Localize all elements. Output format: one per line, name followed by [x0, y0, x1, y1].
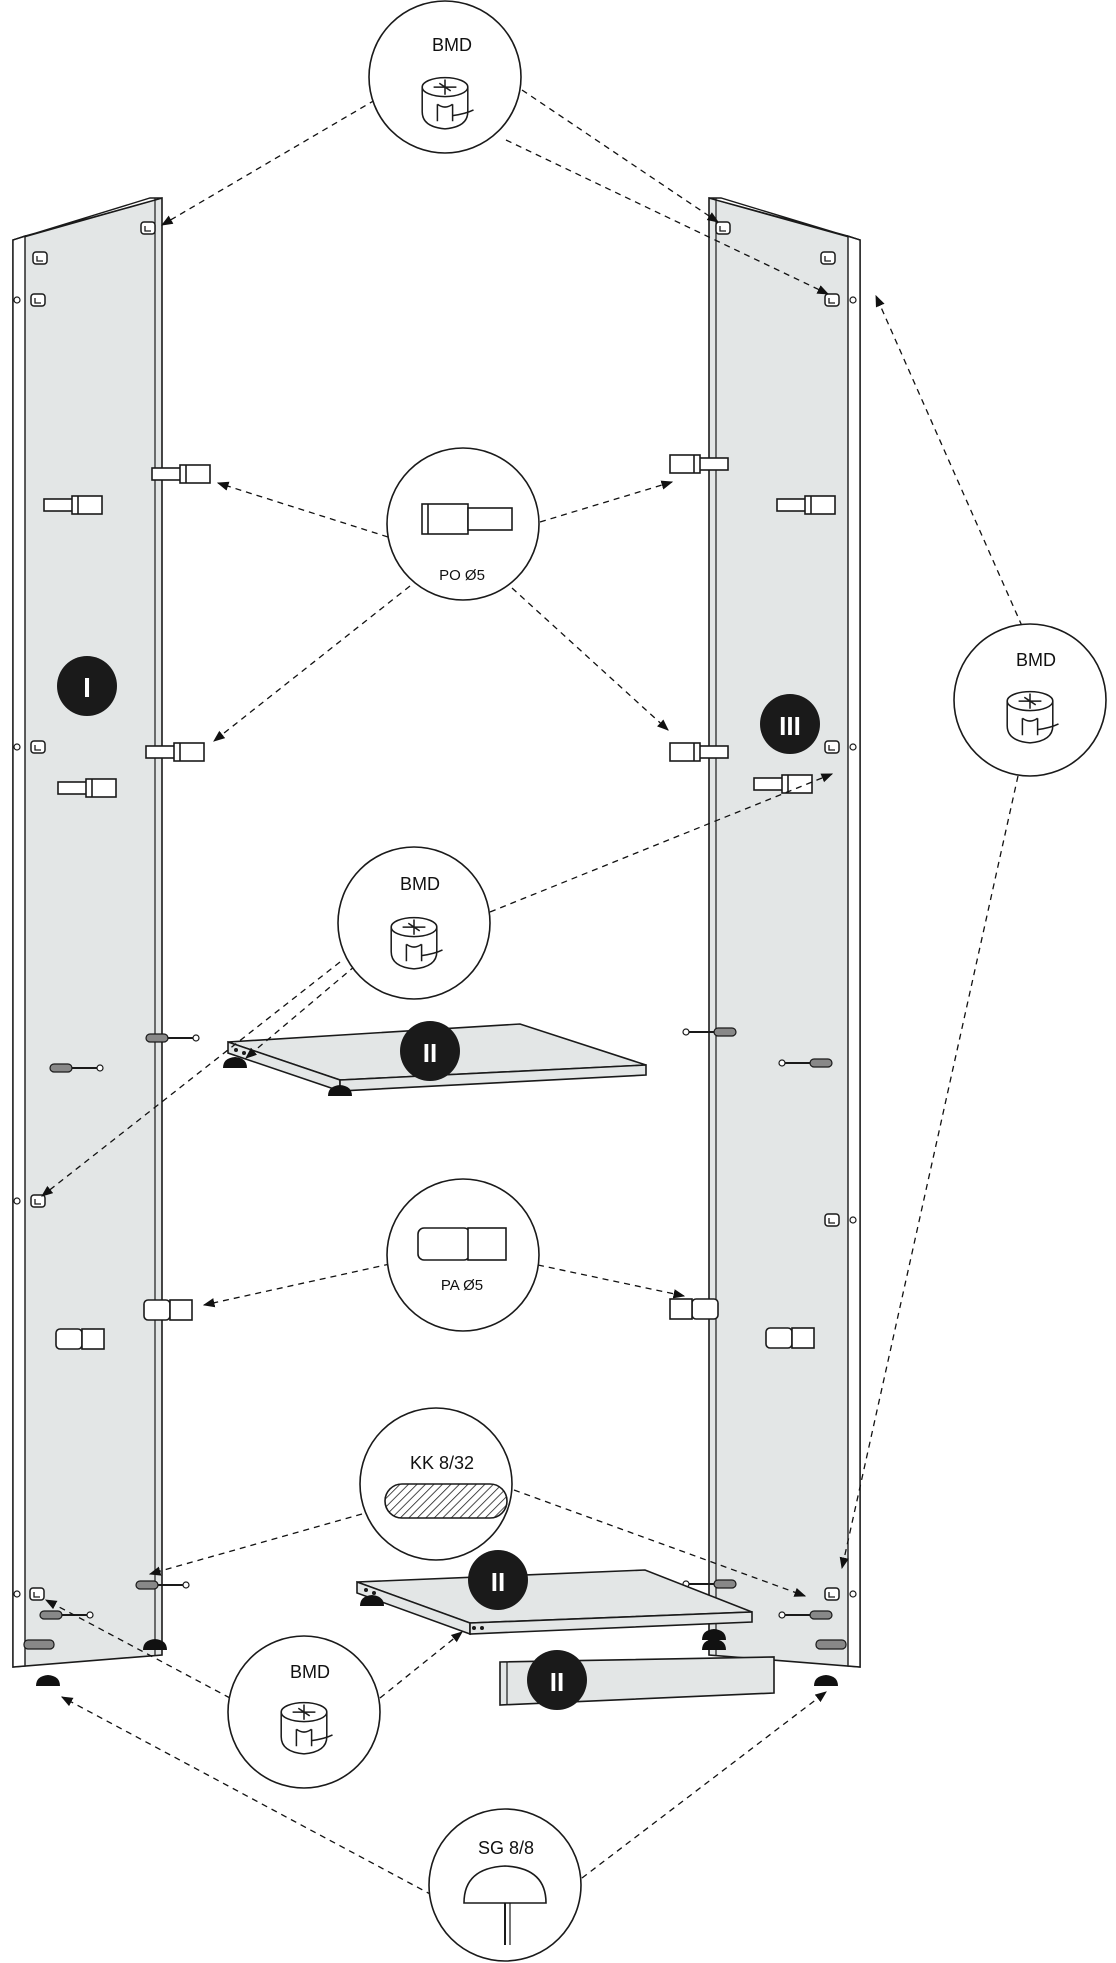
bmd-bottom-label: BMD: [290, 1662, 330, 1682]
badge-plinth: II: [527, 1650, 587, 1710]
pa-label: PA Ø5: [441, 1277, 483, 1294]
svg-text:II: II: [491, 1567, 505, 1597]
po-label: PO Ø5: [439, 567, 485, 584]
callout-bmd-middle: BMD: [337, 846, 491, 1000]
callout-bmd-right: BMD: [953, 623, 1107, 777]
sg-label: SG 8/8: [478, 1838, 534, 1858]
svg-text:II: II: [423, 1038, 437, 1068]
callout-bmd-bottom: BMD: [227, 1635, 381, 1789]
callout-pa: PA Ø5: [386, 1178, 540, 1332]
badge-right-panel: III: [760, 694, 820, 754]
bmd-middle-label: BMD: [400, 874, 440, 894]
kk-label: KK 8/32: [410, 1453, 474, 1473]
connection-arrows: [41, 89, 1023, 1896]
dowel-icon: [384, 1483, 508, 1519]
right-side-panel: [669, 196, 861, 1686]
callout-sg: SG 8/8: [428, 1808, 582, 1962]
svg-text:III: III: [779, 711, 801, 741]
plug-icon: [417, 1227, 507, 1261]
callout-bmd-top: BMD: [368, 0, 522, 154]
badge-left-panel: I: [57, 656, 117, 716]
bmd-right-label: BMD: [1016, 650, 1056, 670]
left-side-panel: [12, 196, 211, 1686]
badge-middle-shelf: II: [400, 1021, 460, 1081]
glider-icon: [463, 1865, 547, 1945]
svg-text:I: I: [83, 672, 91, 703]
callout-po: PO Ø5: [386, 447, 540, 601]
svg-text:II: II: [550, 1667, 564, 1697]
shelf-pin-icon: [421, 503, 513, 535]
bmd-top-label: BMD: [432, 35, 472, 55]
badge-bottom-shelf: II: [468, 1550, 528, 1610]
callout-kk: KK 8/32: [359, 1407, 513, 1561]
bottom-shelf: [356, 1569, 753, 1640]
